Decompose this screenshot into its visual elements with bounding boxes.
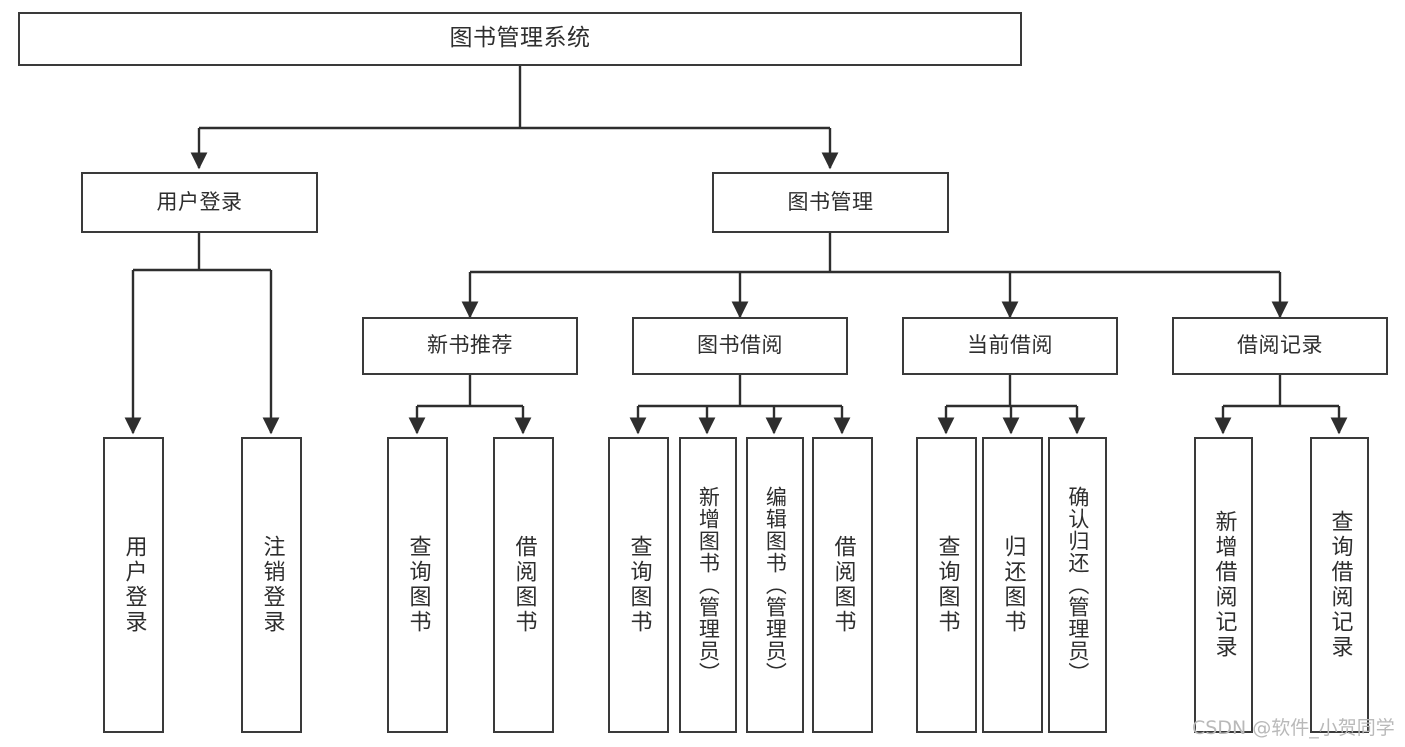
- leaf-current-confirm-return-label: 确认归还（管理员）: [1065, 486, 1090, 684]
- leaf-borrow-edit-book[interactable]: 编辑图书（管理员）: [746, 437, 804, 733]
- leaf-borrow-lend-book[interactable]: 借阅图书: [812, 437, 873, 733]
- leaf-current-return-book-label: 归还图书: [1000, 535, 1026, 635]
- csdn-watermark: CSDN @软件_小贺同学: [1192, 717, 1395, 739]
- leaf-record-add-record[interactable]: 新增借阅记录: [1194, 437, 1253, 733]
- node-new-book-recommend-label: 新书推荐: [427, 333, 513, 358]
- node-book-management[interactable]: 图书管理: [712, 172, 949, 233]
- leaf-newbook-query-book[interactable]: 查询图书: [387, 437, 448, 733]
- node-root[interactable]: 图书管理系统: [18, 12, 1022, 66]
- leaf-current-query-book[interactable]: 查询图书: [916, 437, 977, 733]
- leaf-newbook-borrow-book[interactable]: 借阅图书: [493, 437, 554, 733]
- leaf-newbook-borrow-book-label: 借阅图书: [511, 535, 537, 635]
- leaf-record-query-record-label: 查询借阅记录: [1327, 510, 1353, 660]
- leaf-record-query-record[interactable]: 查询借阅记录: [1310, 437, 1369, 733]
- leaf-borrow-query-book[interactable]: 查询图书: [608, 437, 669, 733]
- node-borrow-record-label: 借阅记录: [1237, 333, 1323, 358]
- leaf-borrow-query-book-label: 查询图书: [626, 535, 652, 635]
- node-new-book-recommend[interactable]: 新书推荐: [362, 317, 578, 375]
- leaf-record-add-record-label: 新增借阅记录: [1211, 510, 1237, 660]
- node-book-borrow-label: 图书借阅: [697, 333, 783, 358]
- leaf-user-login-label: 用户登录: [121, 535, 147, 635]
- leaf-user-logout[interactable]: 注销登录: [241, 437, 302, 733]
- node-user-login-label: 用户登录: [156, 189, 243, 214]
- leaf-newbook-query-book-label: 查询图书: [405, 535, 431, 635]
- leaf-borrow-add-book[interactable]: 新增图书（管理员）: [679, 437, 737, 733]
- node-user-login[interactable]: 用户登录: [81, 172, 318, 233]
- leaf-borrow-edit-book-label: 编辑图书（管理员）: [763, 486, 788, 684]
- leaf-user-login[interactable]: 用户登录: [103, 437, 164, 733]
- node-book-borrow[interactable]: 图书借阅: [632, 317, 848, 375]
- node-current-borrow[interactable]: 当前借阅: [902, 317, 1118, 375]
- leaf-borrow-add-book-label: 新增图书（管理员）: [696, 486, 721, 684]
- leaf-current-query-book-label: 查询图书: [934, 535, 960, 635]
- leaf-user-logout-label: 注销登录: [259, 535, 285, 635]
- leaf-borrow-lend-book-label: 借阅图书: [830, 535, 856, 635]
- leaf-current-confirm-return[interactable]: 确认归还（管理员）: [1048, 437, 1107, 733]
- node-current-borrow-label: 当前借阅: [967, 333, 1053, 358]
- node-book-management-label: 图书管理: [787, 189, 874, 214]
- node-root-label: 图书管理系统: [449, 25, 591, 52]
- node-borrow-record[interactable]: 借阅记录: [1172, 317, 1388, 375]
- leaf-current-return-book[interactable]: 归还图书: [982, 437, 1043, 733]
